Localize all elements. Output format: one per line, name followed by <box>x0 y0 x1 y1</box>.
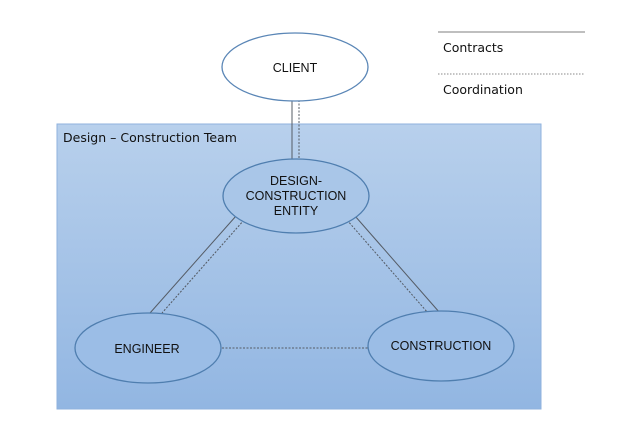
dce-label-line-1: DESIGN- <box>270 174 322 188</box>
client-node <box>221 32 369 102</box>
engineer-node <box>74 312 222 384</box>
legend-coordination-label: Coordination <box>443 82 523 97</box>
coordination-line-dce-engineer <box>161 219 245 314</box>
dce-label-line-2: CONSTRUCTION <box>246 189 347 203</box>
contract-line-dce-engineer <box>149 215 237 314</box>
coordination-line-dce-construction <box>346 219 429 314</box>
team-label: Design – Construction Team <box>63 130 237 145</box>
construction-label: CONSTRUCTION <box>391 339 492 353</box>
design-construction-entity-node <box>222 158 370 234</box>
engineer-label: ENGINEER <box>114 342 179 356</box>
client-label: CLIENT <box>273 61 318 75</box>
dce-label-line-3: ENTITY <box>274 204 319 218</box>
construction-node <box>367 310 515 382</box>
legend-contracts-label: Contracts <box>443 40 503 55</box>
contract-line-dce-construction <box>354 215 441 314</box>
